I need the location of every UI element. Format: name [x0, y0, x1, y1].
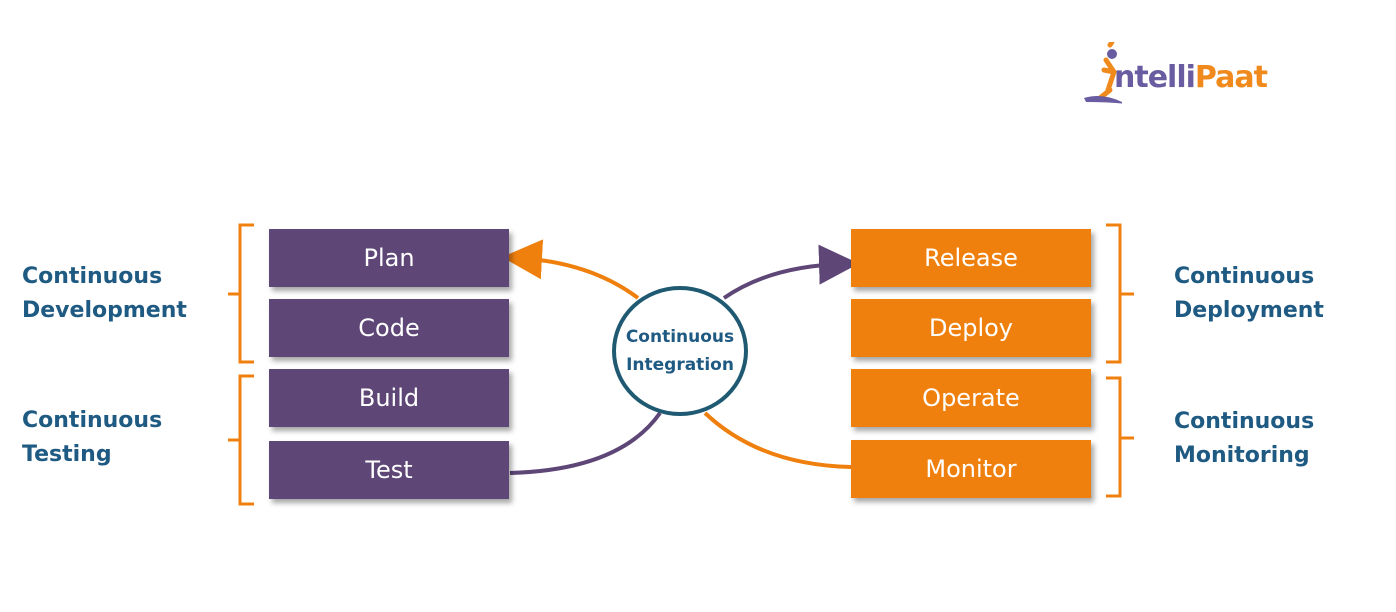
stage-build-label: Build: [358, 384, 420, 412]
stage-monitor-label: Monitor: [925, 455, 1017, 483]
stage-release: Release: [851, 229, 1091, 287]
stage-operate: Operate: [851, 369, 1091, 427]
label-continuous-monitoring: Continuous Monitoring: [1174, 405, 1314, 473]
arrow-to-release: [722, 244, 859, 300]
label-line: Continuous: [22, 408, 163, 433]
stage-build: Build: [269, 369, 509, 427]
label-line: Continuous: [22, 264, 163, 289]
line-to-monitor: [703, 411, 852, 469]
stage-release-label: Release: [924, 244, 1018, 272]
stage-plan: Plan: [269, 229, 509, 287]
intellipaat-logo: ntelliPaat: [1082, 42, 1292, 112]
stage-plan-label: Plan: [363, 244, 415, 272]
logo-text-part2: Paat: [1194, 60, 1268, 95]
label-line: Continuous: [1174, 409, 1315, 434]
stage-deploy-label: Deploy: [928, 314, 1014, 342]
bracket-deployment: [1106, 223, 1134, 364]
ci-line1: Continuous: [625, 327, 735, 347]
label-line: Continuous: [1174, 264, 1315, 289]
bracket-development: [228, 223, 254, 364]
line-from-test: [509, 411, 662, 475]
stage-code: Code: [269, 299, 509, 357]
continuous-integration-circle: Continuous Integration: [612, 286, 748, 416]
label-line: Monitoring: [1174, 443, 1310, 468]
bracket-testing: [228, 374, 254, 506]
stage-operate-label: Operate: [922, 384, 1020, 412]
label-line: Deployment: [1174, 298, 1324, 323]
stage-code-label: Code: [358, 314, 420, 342]
logo-text-part1: ntelli: [1114, 60, 1196, 95]
label-continuous-development: Continuous Development: [22, 260, 187, 328]
label-continuous-deployment: Continuous Deployment: [1174, 260, 1324, 328]
label-line: Development: [22, 298, 187, 323]
logo-text: ntelliPaat: [1114, 60, 1268, 95]
ci-line2: Integration: [626, 355, 734, 375]
bracket-monitoring: [1106, 376, 1134, 498]
jumping-person-icon: [1084, 42, 1122, 104]
stage-monitor: Monitor: [851, 440, 1091, 498]
label-continuous-testing: Continuous Testing: [22, 404, 162, 472]
stage-test-label: Test: [365, 456, 413, 484]
stage-deploy: Deploy: [851, 299, 1091, 357]
label-line: Testing: [22, 442, 112, 467]
arrow-to-plan: [502, 239, 640, 300]
stage-test: Test: [269, 441, 509, 499]
